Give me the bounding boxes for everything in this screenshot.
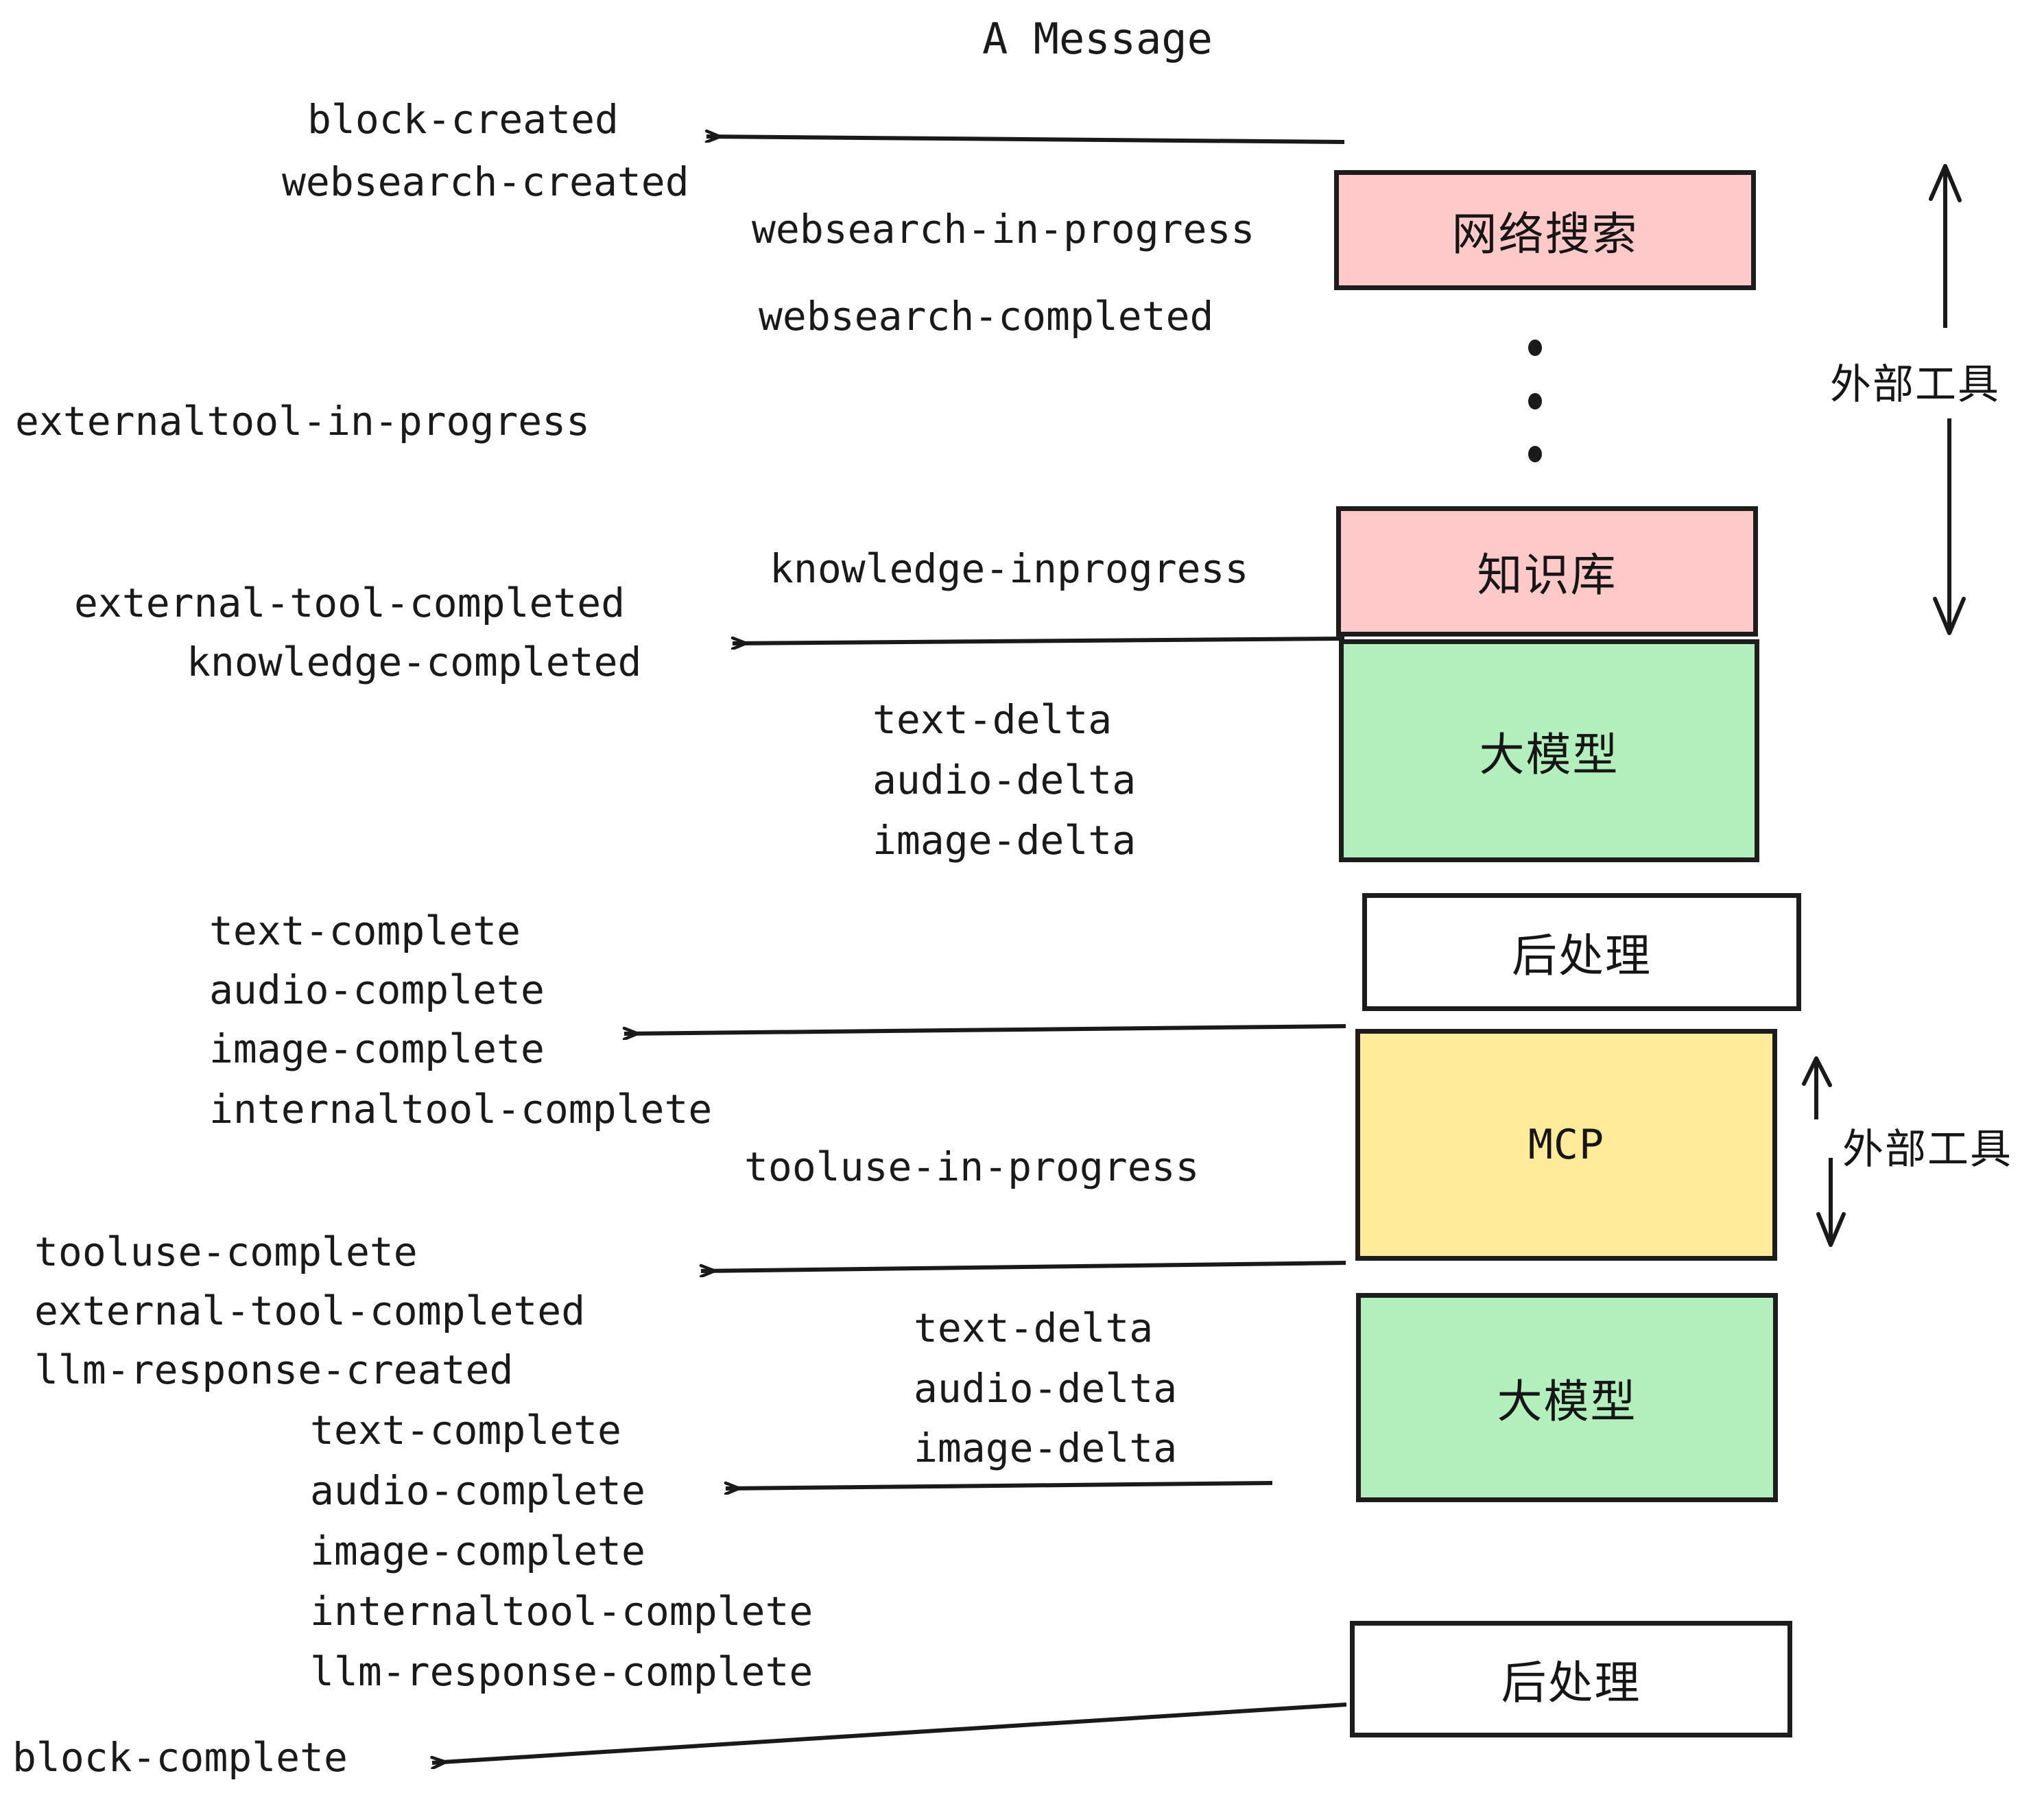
node-postprocess-top[interactable]: 后处理: [1362, 893, 1801, 1011]
node-websearch[interactable]: 网络搜索: [1334, 170, 1756, 290]
event-label-knowledge-completed: knowledge-completed: [187, 639, 642, 685]
diagram-title: A Message: [982, 14, 1213, 64]
node-mcp-label: MCP: [1528, 1121, 1605, 1169]
event-label-tooluse-complete: tooluse-complete: [34, 1229, 418, 1275]
node-llm-bottom[interactable]: 大模型: [1356, 1293, 1778, 1502]
arrow-mcp-to-toolusecomplete: [701, 1261, 1346, 1271]
event-label-audio-delta-2: audio-delta: [914, 1365, 1178, 1412]
event-label-text-delta-1: text-delta: [872, 696, 1113, 743]
event-label-text-complete-1: text-complete: [209, 907, 521, 954]
event-label-external-tool-completed-1: external-tool-completed: [74, 580, 626, 626]
node-knowledge-label: 知识库: [1477, 549, 1617, 602]
event-label-text-delta-2: text-delta: [914, 1305, 1154, 1351]
arrowhead-external-tools-bottom-down: [1816, 1212, 1846, 1247]
event-label-tooluse-in-progress: tooluse-in-progress: [744, 1143, 1200, 1190]
event-label-image-delta-1: image-delta: [872, 817, 1137, 864]
node-knowledge[interactable]: 知识库: [1336, 506, 1758, 637]
event-label-block-complete: block-complete: [12, 1734, 348, 1781]
event-label-image-complete-1: image-complete: [209, 1025, 545, 1072]
ellipsis-dot-3: [1528, 446, 1542, 462]
event-label-llm-response-created: llm-response-created: [34, 1346, 514, 1393]
event-label-externaltool-in-progress: externaltool-in-progress: [15, 398, 591, 444]
event-label-text-complete-2: text-complete: [310, 1407, 621, 1453]
node-mcp[interactable]: MCP: [1355, 1029, 1777, 1261]
event-label-websearch-created: websearch-created: [282, 158, 689, 205]
event-label-block-created: block-created: [307, 96, 619, 143]
side-label-external-tools-bottom: 外部工具: [1842, 1126, 2012, 1174]
node-llm-top-label: 大模型: [1479, 728, 1619, 781]
event-label-websearch-in-progress: websearch-in-progress: [752, 206, 1255, 252]
event-label-audio-complete-1: audio-complete: [209, 966, 545, 1013]
ellipsis-dot-2: [1528, 393, 1542, 410]
node-postprocess-bottom-label: 后处理: [1501, 1657, 1641, 1709]
side-label-external-tools-top: 外部工具: [1830, 361, 2000, 409]
event-label-internaltool-complete-1: internaltool-complete: [209, 1086, 713, 1132]
arrow-llm-to-audiocomplete: [726, 1481, 1273, 1488]
event-label-image-complete-2: image-complete: [310, 1528, 645, 1574]
arrow-websearch-to-blockcreated: [706, 137, 1345, 144]
arrow-knowledge-to-completed: [733, 639, 1345, 643]
node-postprocess-top-label: 后处理: [1512, 929, 1652, 982]
event-label-websearch-completed: websearch-completed: [759, 293, 1214, 340]
event-label-image-delta-2: image-delta: [914, 1425, 1178, 1471]
event-label-audio-delta-1: audio-delta: [872, 757, 1137, 803]
event-label-external-tool-completed-2: external-tool-completed: [34, 1287, 586, 1334]
arrowhead-external-tools-top-up: [1929, 164, 1962, 202]
arrow-postprocess-to-blockcomplete: [432, 1702, 1347, 1763]
node-llm-bottom-label: 大模型: [1497, 1375, 1637, 1428]
event-label-llm-response-complete: llm-response-complete: [310, 1648, 813, 1695]
event-label-internaltool-complete-2: internaltool-complete: [310, 1588, 813, 1635]
node-websearch-label: 网络搜索: [1451, 207, 1639, 261]
arrowhead-external-tools-top-down: [1933, 597, 1966, 635]
event-label-audio-complete-2: audio-complete: [310, 1467, 645, 1514]
arrow-postprocess-to-imagecomplete: [624, 1024, 1346, 1034]
node-postprocess-bottom[interactable]: 后处理: [1350, 1621, 1792, 1737]
ellipsis-dot-1: [1528, 340, 1542, 356]
node-llm-top[interactable]: 大模型: [1339, 639, 1759, 862]
event-label-knowledge-inprogress: knowledge-inprogress: [770, 545, 1249, 592]
arrowhead-external-tools-bottom-up: [1802, 1056, 1832, 1087]
